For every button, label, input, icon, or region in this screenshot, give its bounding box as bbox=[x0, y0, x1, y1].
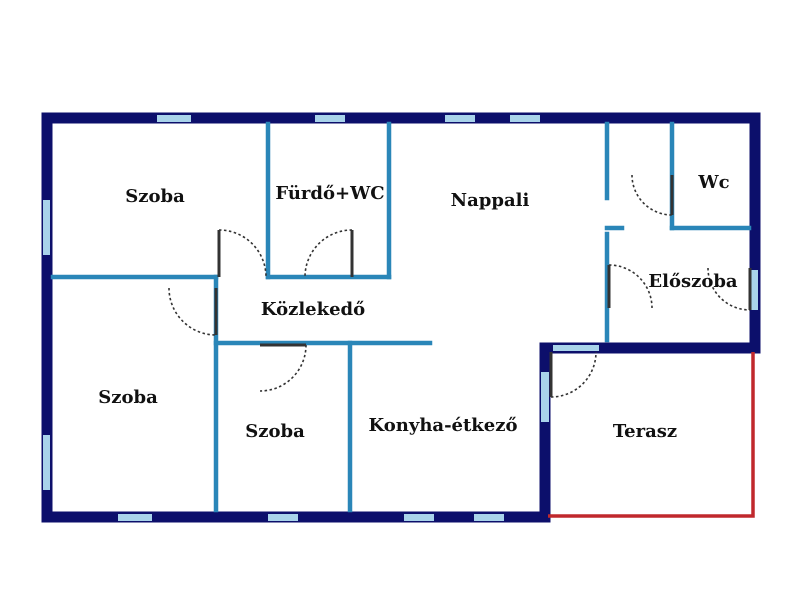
window bbox=[118, 514, 152, 521]
terrace-edges bbox=[548, 352, 755, 518]
doors bbox=[168, 174, 752, 398]
room-label-eloszoba: Előszoba bbox=[648, 271, 738, 292]
window bbox=[43, 200, 50, 255]
room-label-szoba-top-left: Szoba bbox=[125, 186, 185, 207]
room-label-konyha-etkezo: Konyha-étkező bbox=[369, 415, 518, 436]
door bbox=[304, 229, 354, 278]
room-label-kozlekedo: Közlekedő bbox=[261, 299, 365, 320]
door bbox=[217, 229, 267, 278]
outer-walls bbox=[41, 112, 761, 523]
window bbox=[541, 372, 549, 422]
window bbox=[43, 435, 50, 490]
window bbox=[751, 270, 758, 310]
window bbox=[474, 514, 504, 521]
window bbox=[315, 115, 345, 122]
door bbox=[607, 264, 653, 309]
window bbox=[445, 115, 475, 122]
window bbox=[157, 115, 191, 122]
door bbox=[168, 287, 218, 336]
windows bbox=[43, 115, 758, 521]
room-label-nappali: Nappali bbox=[451, 190, 530, 211]
outer-wall bbox=[41, 112, 761, 523]
door bbox=[631, 174, 674, 216]
window bbox=[268, 514, 298, 521]
room-labels: Szoba Fürdő+WC Nappali Wc Előszoba Közle… bbox=[98, 172, 738, 442]
room-label-furdo-wc: Fürdő+WC bbox=[275, 183, 384, 204]
room-label-wc: Wc bbox=[697, 172, 729, 193]
door bbox=[549, 351, 597, 398]
room-label-szoba-small: Szoba bbox=[245, 421, 305, 442]
room-label-terasz: Terasz bbox=[613, 421, 677, 442]
window bbox=[404, 514, 434, 521]
door bbox=[259, 343, 307, 392]
door bbox=[707, 267, 752, 311]
window bbox=[510, 115, 540, 122]
inner-walls bbox=[50, 121, 752, 513]
terrace-edge bbox=[548, 352, 755, 518]
window bbox=[553, 345, 599, 351]
room-label-szoba-bottom-left: Szoba bbox=[98, 387, 158, 408]
